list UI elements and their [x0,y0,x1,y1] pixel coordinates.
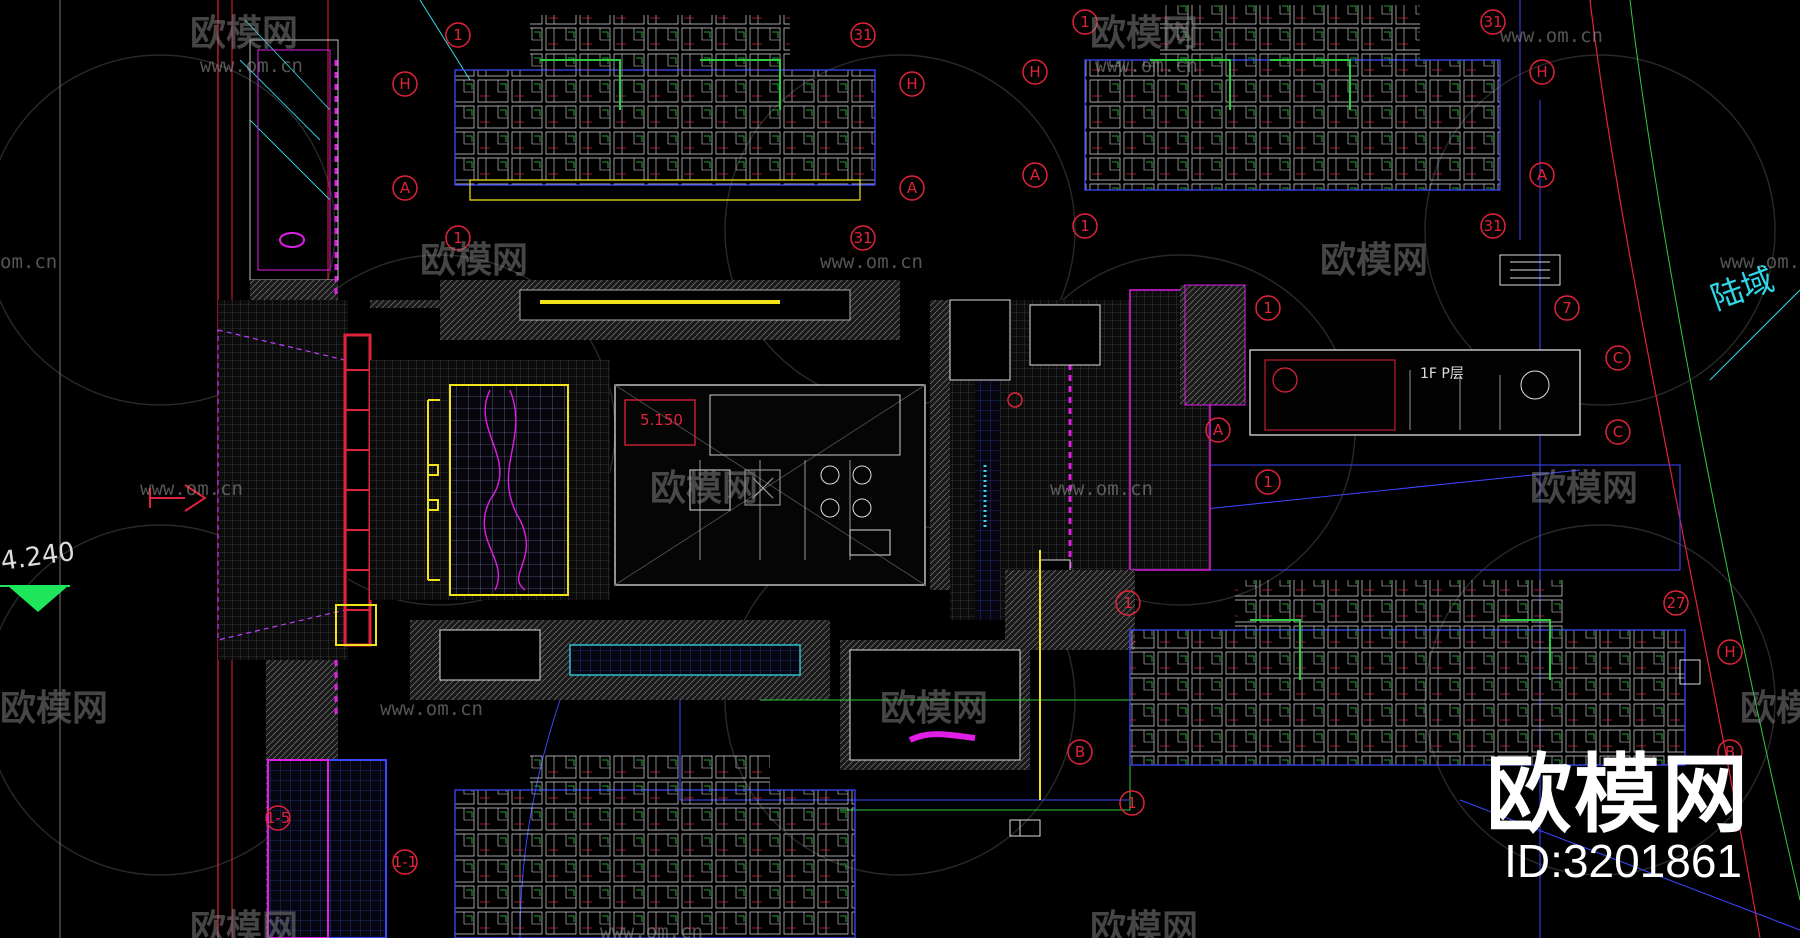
watermark-url: www.om.cn [1095,55,1198,77]
grid-marker-label: 1 [453,229,463,247]
floor-1f-label: 1F P层 [1420,366,1464,382]
grid-marker: A [1022,162,1048,188]
grid-marker-label: A [1537,166,1548,184]
grid-marker: B [1717,739,1743,765]
grid-marker-label: H [906,75,917,93]
grid-marker-label: A [1030,166,1041,184]
grid-marker-label: 7 [1562,299,1572,317]
grid-marker-label: 1 [1123,594,1133,612]
grid-marker-label: B [1725,743,1735,761]
grid-marker-label: H [1536,63,1547,81]
watermark-url: www.om.cn [1050,478,1153,500]
grid-marker-label: 1 [453,26,463,44]
grid-marker: C [1605,345,1631,371]
grid-marker-label: 1-1 [393,853,418,871]
grid-marker: 31 [850,225,876,251]
grid-marker: 1 [445,225,471,251]
watermark-url: www.om.cn [1720,251,1800,273]
grid-marker: 27 [1663,590,1689,616]
clubhouse-complex: 5.150 [370,280,1240,650]
residential-building-south [454,755,856,938]
watermark-brand: 欧模网 [190,13,298,54]
watermark-url: www.om.cn [140,478,243,500]
watermark-url-short: om.cn [0,251,57,273]
grid-marker: 1-1 [392,849,418,875]
watermark-url: www.om.cn [200,55,303,77]
service-building-1f: 1F P层 [1184,284,1581,436]
grid-marker: A [899,175,925,201]
residential-building-east [1129,580,1686,766]
watermark-url: www.om.cn [820,251,923,273]
grid-marker-label: H [399,75,410,93]
watermark-brand: 欧模网 [190,908,298,938]
grid-marker: 31 [1480,9,1506,35]
watermark-brand: 欧模网 [1530,468,1638,509]
grid-marker-label: H [1724,643,1735,661]
room-level-label: 5.150 [640,411,683,429]
grid-marker: A [1529,162,1555,188]
watermark-brand: 欧模网 [1090,13,1198,54]
grid-marker: 1 [1072,213,1098,239]
residential-building-north-2 [1084,5,1501,191]
grid-marker-label: A [400,179,411,197]
grid-marker-label: 1-5 [266,809,291,827]
grid-marker: B [1067,739,1093,765]
watermark-layer: 欧模网 www.om.cn 欧模网 www.om.cn www.om.cn 欧模… [0,13,1800,938]
grid-marker-label: B [1075,743,1085,761]
grid-marker-label: 1 [1080,13,1090,31]
watermark-url: www.om.cn [1500,25,1603,47]
grid-marker-label: C [1613,349,1623,367]
grid-marker: C [1605,419,1631,445]
grid-marker: H [1717,639,1743,665]
watermark-brand: 欧模网 [1740,688,1800,729]
grid-marker: 31 [850,22,876,48]
grid-marker: 1 [1119,790,1145,816]
watermark-brand: 欧模网 [0,688,108,729]
grid-marker-label: C [1613,423,1623,441]
grid-marker: 31 [1480,213,1506,239]
misc-blocks [1009,254,1701,837]
grid-marker-label: 27 [1666,594,1685,612]
grid-marker-label: 1 [1127,794,1137,812]
grid-marker: H [899,71,925,97]
grid-marker: 1 [1072,9,1098,35]
grid-marker-label: 31 [1483,217,1502,235]
watermark-brand: 欧模网 [1320,240,1428,281]
residential-building-north-1 [454,15,876,201]
watermark-brand: 欧模网 [420,240,528,281]
grid-marker: H [1529,59,1555,85]
grid-marker: 1 [1255,295,1281,321]
grid-marker: 1-5 [265,805,291,831]
brand-watermark: 欧模网 [1486,745,1750,845]
grid-marker-label: H [1029,63,1040,81]
watermark-brand: 欧模网 [880,688,988,729]
grid-marker: 7 [1554,295,1580,321]
watermark-url: www.om.cn [380,698,483,720]
grid-marker: A [392,175,418,201]
grid-marker-label: 31 [853,26,872,44]
grid-marker: 1 [1255,469,1281,495]
grid-marker: H [392,71,418,97]
grid-marker-label: 1 [1080,217,1090,235]
watermark-brand: 欧模网 [650,468,758,509]
watermark-brand: 欧模网 [1090,908,1198,938]
watermark-url: www.om.cn [600,921,703,938]
grid-marker: H [1022,59,1048,85]
grid-marker-label: A [907,179,918,197]
grid-marker-label: 1 [1263,473,1273,491]
grid-marker: 1 [1115,590,1141,616]
lower-courtyard [410,620,1131,837]
entrance-plaza [149,300,377,660]
asset-id-label: ID:3201861 [1504,835,1742,887]
grid-marker-label: 1 [1263,299,1273,317]
grid-marker-label: 31 [1483,13,1502,31]
grid-marker-label: A [1213,421,1224,439]
grid-marker: A [1205,417,1231,443]
grid-marker: 1 [445,22,471,48]
grid-marker-label: 31 [853,229,872,247]
